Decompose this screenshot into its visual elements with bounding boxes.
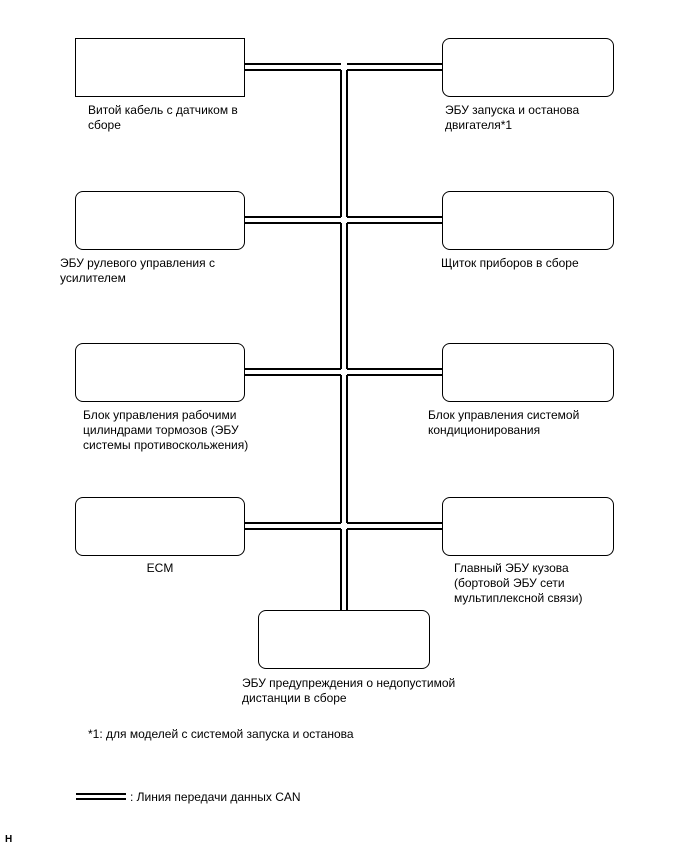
distance-warning-ecu-box — [258, 610, 430, 669]
power-steering-ecu-label: ЭБУ рулевого управления с усилителем — [60, 256, 215, 285]
stop-start-ecu-box — [442, 38, 614, 97]
can-line-legend-symbol — [76, 793, 126, 800]
combination-meter-box — [442, 191, 614, 250]
legend-label: : Линия передачи данных CAN — [130, 790, 301, 804]
footnote: *1: для моделей с системой запуска и ост… — [88, 727, 354, 741]
main-body-ecu-box — [442, 497, 614, 556]
ecm-box — [75, 497, 245, 556]
combination-meter-label: Щиток приборов в сборе — [441, 256, 579, 270]
air-conditioning-box — [442, 343, 614, 402]
main-body-ecu-label: Главный ЭБУ кузова (бортовой ЭБУ сети му… — [454, 561, 583, 605]
power-steering-ecu-box — [75, 191, 245, 250]
stop-start-ecu-label: ЭБУ запуска и останова двигателя*1 — [445, 103, 580, 132]
air-conditioning-label: Блок управления системой кондиционирован… — [428, 408, 580, 437]
distance-warning-ecu-label: ЭБУ предупреждения о недопустимой дистан… — [242, 676, 456, 705]
legend: : Линия передачи данных CAN — [76, 790, 336, 806]
brake-actuator-box — [75, 343, 245, 402]
brake-actuator-label: Блок управления рабочими цилиндрами торм… — [83, 408, 249, 452]
ecm-label: ECM — [146, 561, 174, 575]
steering-sensor-label: Витой кабель с датчиком в сборе — [88, 103, 238, 132]
steering-sensor-box — [75, 38, 245, 97]
corner-mark: H — [5, 834, 13, 845]
